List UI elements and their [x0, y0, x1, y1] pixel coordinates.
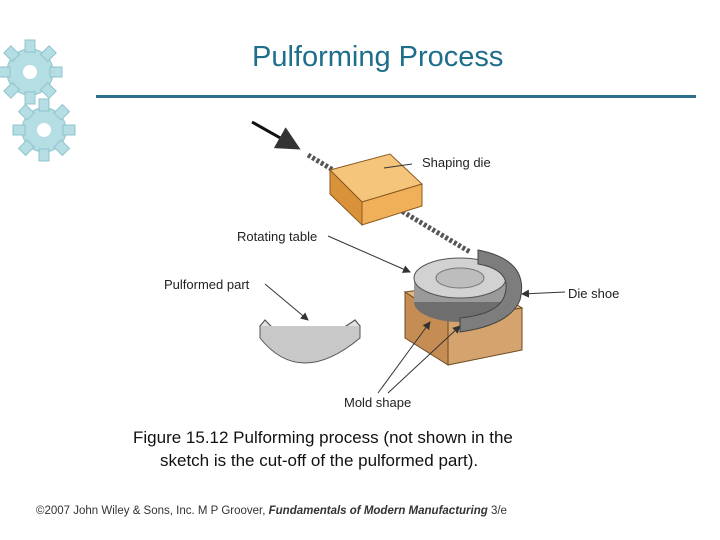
gear-icon: [12, 98, 76, 162]
gears-decoration: [0, 39, 76, 162]
leader-mold-shape-2: [387, 325, 461, 394]
rotating-table: [413, 257, 507, 322]
title-divider: [96, 95, 696, 98]
gear-icon: [0, 39, 63, 105]
footer-suffix: 3/e: [487, 505, 507, 517]
caption-line-2: sketch is the cut‑off of the pulformed p…: [160, 451, 479, 470]
label-shaping-die: Shaping die: [422, 155, 491, 170]
pulforming-diagram: [251, 120, 566, 394]
footer-prefix: ©2007 John Wiley & Sons, Inc. M P Groove…: [36, 505, 269, 517]
leader-shaping-die: [383, 163, 413, 169]
label-mold-shape: Mold shape: [344, 395, 412, 410]
leader-die-shoe: [521, 289, 566, 298]
label-pulformed-part: Pulformed part: [164, 277, 250, 292]
leader-pulformed-part: [264, 283, 309, 321]
figure-caption: Figure 15.12 Pulforming process (not sho…: [133, 426, 513, 472]
caption-line-1: Figure 15.12 Pulforming process (not sho…: [133, 428, 513, 447]
copyright-footer: ©2007 John Wiley & Sons, Inc. M P Groove…: [36, 505, 507, 517]
footer-book-title: Fundamentals of Modern Manufacturing: [268, 505, 488, 517]
label-die-shoe: Die shoe: [568, 286, 620, 301]
label-rotating-table: Rotating table: [237, 229, 318, 244]
feed-arrow: [251, 120, 301, 150]
leader-rotating-table: [327, 235, 411, 273]
slide-title: Pulforming Process: [252, 41, 504, 73]
leader-mold-shape-1: [377, 321, 431, 394]
